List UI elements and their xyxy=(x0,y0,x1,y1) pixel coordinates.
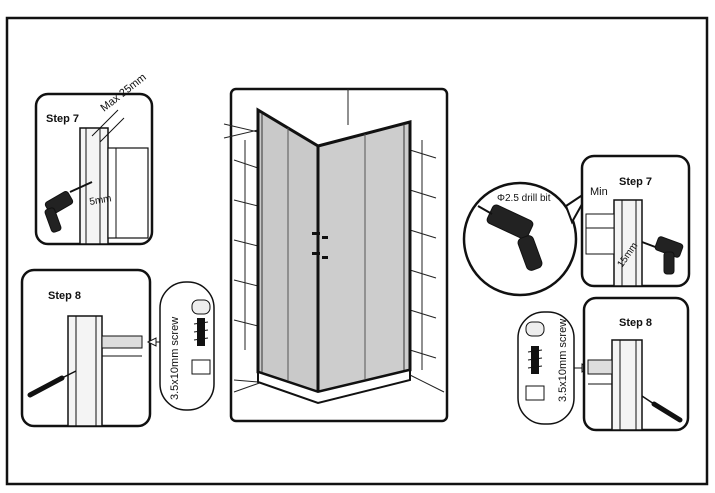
right-screw-callout: 3.5x10mm screw xyxy=(517,311,592,425)
drill-bit-label: Φ2.5 drill bit xyxy=(497,193,551,204)
left-screw-label: 3.5x10mm screw xyxy=(169,317,181,400)
screwdriver-icon xyxy=(27,370,77,398)
drill-icon xyxy=(641,236,684,275)
left-step7-panel: Step 7 Max 25mm 5mm xyxy=(34,71,154,246)
drill-icon xyxy=(44,181,93,233)
drill-bit-callout: Φ2.5 drill bit xyxy=(462,181,591,297)
shower-enclosure-illustration xyxy=(223,87,449,423)
shower-tray xyxy=(257,368,411,405)
screw-icon xyxy=(193,318,209,346)
right-step8-title: Step 8 xyxy=(619,317,652,329)
outer-frame xyxy=(5,16,709,486)
screw-icon xyxy=(527,346,543,374)
drill-icon xyxy=(477,204,543,271)
screwdriver-icon xyxy=(641,395,683,423)
right-glass-panel xyxy=(316,120,412,394)
right-screw-label: 3.5x10mm screw xyxy=(557,319,569,402)
left-step7-offset-label: 5mm xyxy=(89,193,113,208)
right-step7-min-label: Min xyxy=(590,186,608,198)
right-step7-panel: Step 7 Min 15mm xyxy=(580,154,691,288)
left-screw-callout: 3.5x10mm screw xyxy=(159,281,215,411)
left-step8-title: Step 8 xyxy=(48,290,81,302)
left-step8-panel: Step 8 xyxy=(20,268,164,428)
right-step7-title: Step 7 xyxy=(619,176,652,188)
left-step7-title: Step 7 xyxy=(46,113,79,125)
right-step8-panel: Step 8 xyxy=(582,296,690,432)
